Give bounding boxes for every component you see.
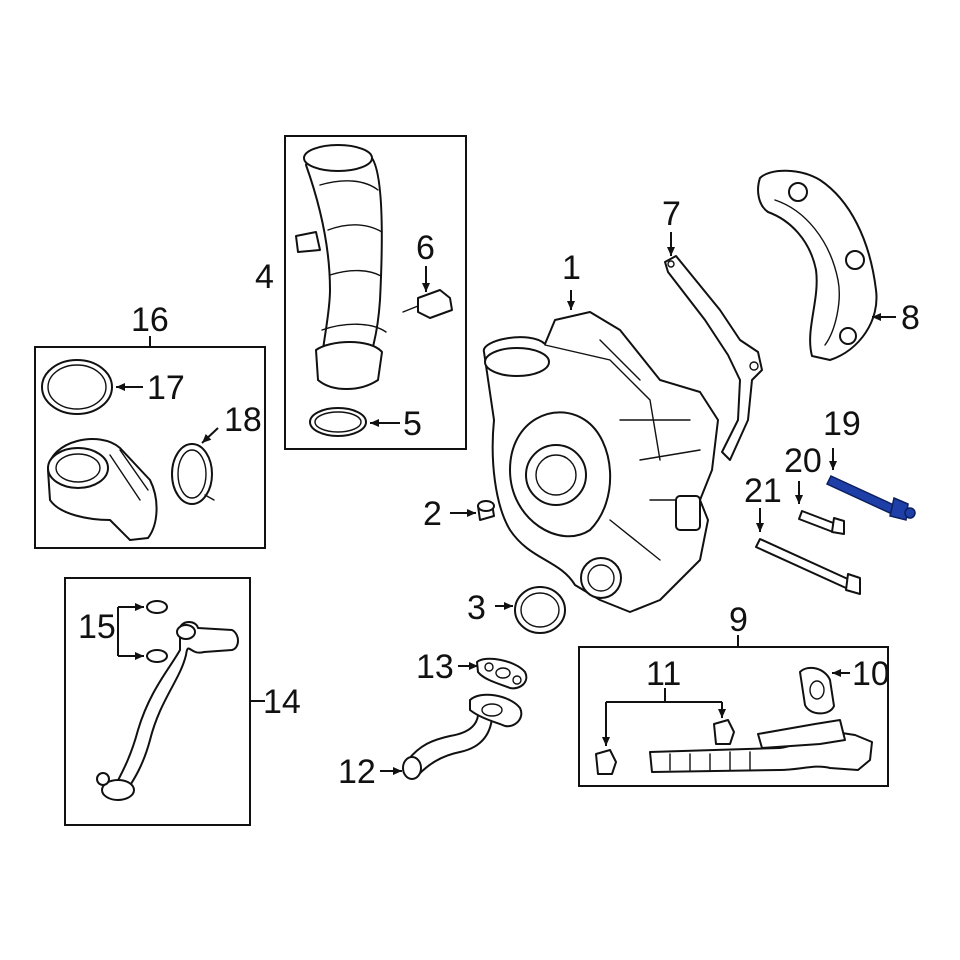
callout-2[interactable]: 2 [423, 495, 442, 533]
callout-18[interactable]: 18 [224, 401, 262, 439]
callout-13[interactable]: 13 [416, 648, 454, 686]
callout-3[interactable]: 3 [467, 589, 486, 627]
callout-19[interactable]: 19 [823, 405, 861, 443]
gasket-13[interactable] [476, 657, 528, 690]
coolant-tube-9[interactable] [649, 719, 873, 773]
callout-10[interactable]: 10 [852, 655, 890, 693]
intake-tube-part[interactable] [295, 144, 387, 390]
clips-11[interactable] [595, 719, 735, 775]
gasket-10[interactable] [799, 666, 835, 715]
o-ring-5[interactable] [309, 407, 367, 437]
callout-17[interactable]: 17 [147, 369, 185, 407]
callout-20[interactable]: 20 [784, 442, 822, 480]
callout-11[interactable]: 11 [646, 655, 681, 693]
plug-2[interactable] [477, 500, 495, 521]
callout-15[interactable]: 15 [78, 608, 116, 646]
bolt-21[interactable] [755, 538, 861, 595]
group-box-4 [284, 135, 467, 450]
leader-lines [116, 232, 896, 775]
callout-6[interactable]: 6 [416, 229, 435, 267]
clamp-18[interactable] [171, 443, 215, 505]
callout-8[interactable]: 8 [901, 299, 920, 337]
callout-16[interactable]: 16 [131, 301, 169, 339]
oil-feed-line-14[interactable] [96, 621, 239, 801]
outlet-housing-16[interactable] [47, 438, 158, 541]
callout-21[interactable]: 21 [744, 472, 782, 510]
callout-5[interactable]: 5 [403, 405, 422, 443]
sensor-6[interactable] [402, 289, 453, 319]
callout-1[interactable]: 1 [562, 249, 581, 287]
bolt-19[interactable] [825, 475, 916, 521]
turbocharger-1[interactable] [482, 311, 719, 613]
gasket-3[interactable] [514, 586, 566, 634]
oil-return-line-12[interactable] [402, 693, 523, 780]
callout-7[interactable]: 7 [662, 195, 681, 233]
callout-14[interactable]: 14 [263, 683, 301, 721]
seal-washers-15[interactable] [146, 600, 168, 663]
bolt-20[interactable] [798, 510, 845, 535]
callout-12[interactable]: 12 [338, 753, 376, 791]
callout-9[interactable]: 9 [729, 601, 748, 639]
callout-4[interactable]: 4 [255, 258, 274, 296]
bracket-7[interactable] [664, 255, 763, 461]
group-box-9 [578, 646, 889, 787]
o-ring-17[interactable] [41, 359, 113, 415]
heat-shield-8[interactable] [757, 169, 878, 361]
